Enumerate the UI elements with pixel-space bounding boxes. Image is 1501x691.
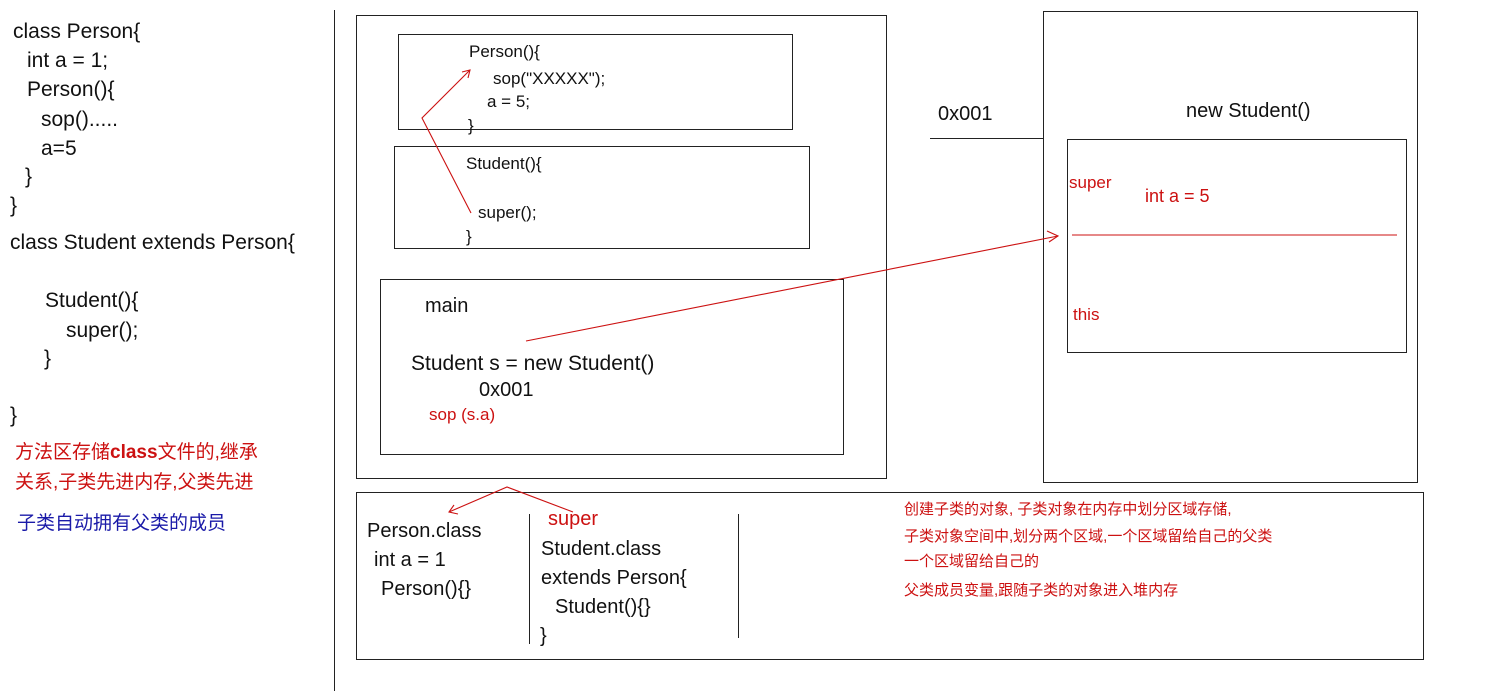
person-ctor-line: a = 5; [487,92,531,111]
student-constructor-frame [394,146,810,249]
note-text-bold: class [110,442,158,463]
address-underline [930,138,1043,139]
student-ctor-line: super(); [478,203,537,222]
code-line: a=5 [41,137,77,160]
person-class-line: int a = 1 [374,549,446,571]
student-class-line: } [540,625,547,647]
heap-super-label: super [1069,173,1112,192]
stack-area [356,15,887,479]
student-ctor-line: } [466,227,472,246]
heap-object-title: new Student() [1186,100,1311,122]
main-sop: sop (s.a) [429,405,496,424]
code-line: } [10,404,18,427]
code-line: sop()..... [41,108,119,131]
person-ctor-line: Person(){ [469,42,540,61]
person-ctor-line: sop("XXXXX"); [493,69,606,88]
person-ctor-line: } [468,116,474,135]
heap-area [1043,11,1418,483]
method-area-note: 创建子类的对象, 子类对象在内存中划分区域存储, [904,501,1232,518]
student-object [1067,139,1407,353]
code-line: int a = 1; [27,49,109,72]
method-area-note: 一个区域留给自己的 [904,553,1040,570]
student-class-line: extends Person{ [541,567,687,589]
main-frame [380,279,844,455]
person-class-line: Person(){} [381,578,472,600]
code-line: } [44,347,52,370]
method-area-super-label: super [548,508,599,530]
method-area [356,492,1424,660]
person-class-line: Person.class [367,520,482,542]
main-address: 0x001 [479,379,534,401]
super-call-arrow [421,69,472,214]
note-text: 方法区存储 [15,442,111,463]
class-link-arrow [448,486,574,513]
method-area-divider-right [738,514,739,638]
class-link-arrowhead [448,504,459,515]
auto-inherit-note: 子类自动拥有父类的成员 [17,513,227,534]
method-area-note: 子类对象空间中,划分两个区域,一个区域留给自己的父类 [904,528,1273,545]
method-area-note: 父类成员变量,跟随子类的对象进入堆内存 [904,582,1179,599]
heap-address: 0x001 [938,103,993,125]
code-line: Student(){ [45,289,139,312]
reference-arrow [525,235,1059,342]
code-line: class Person{ [13,20,141,43]
method-area-note-line2: 关系,子类先进内存,父类先进 [15,472,254,493]
heap-field: int a = 5 [1145,186,1210,206]
student-class-line: Student.class [541,538,662,560]
main-statement: Student s = new Student() [411,352,655,375]
student-class-line: Student(){} [555,596,651,618]
code-line: Person(){ [27,78,115,101]
note-text: 文件的,继承 [157,442,258,463]
student-ctor-line: Student(){ [466,154,542,173]
code-line: } [25,165,33,188]
method-area-divider-left [529,514,530,644]
column-divider [334,10,335,691]
person-constructor-frame [398,34,793,130]
code-line: super(); [66,319,139,342]
method-area-note-line1: 方法区存储class文件的,继承 [15,443,258,462]
super-call-arrowhead [461,69,471,79]
code-line: } [10,194,18,217]
heap-this-label: this [1073,305,1100,324]
code-line: class Student extends Person{ [10,231,295,254]
reference-arrowhead [1046,230,1060,243]
main-label: main [425,295,469,317]
